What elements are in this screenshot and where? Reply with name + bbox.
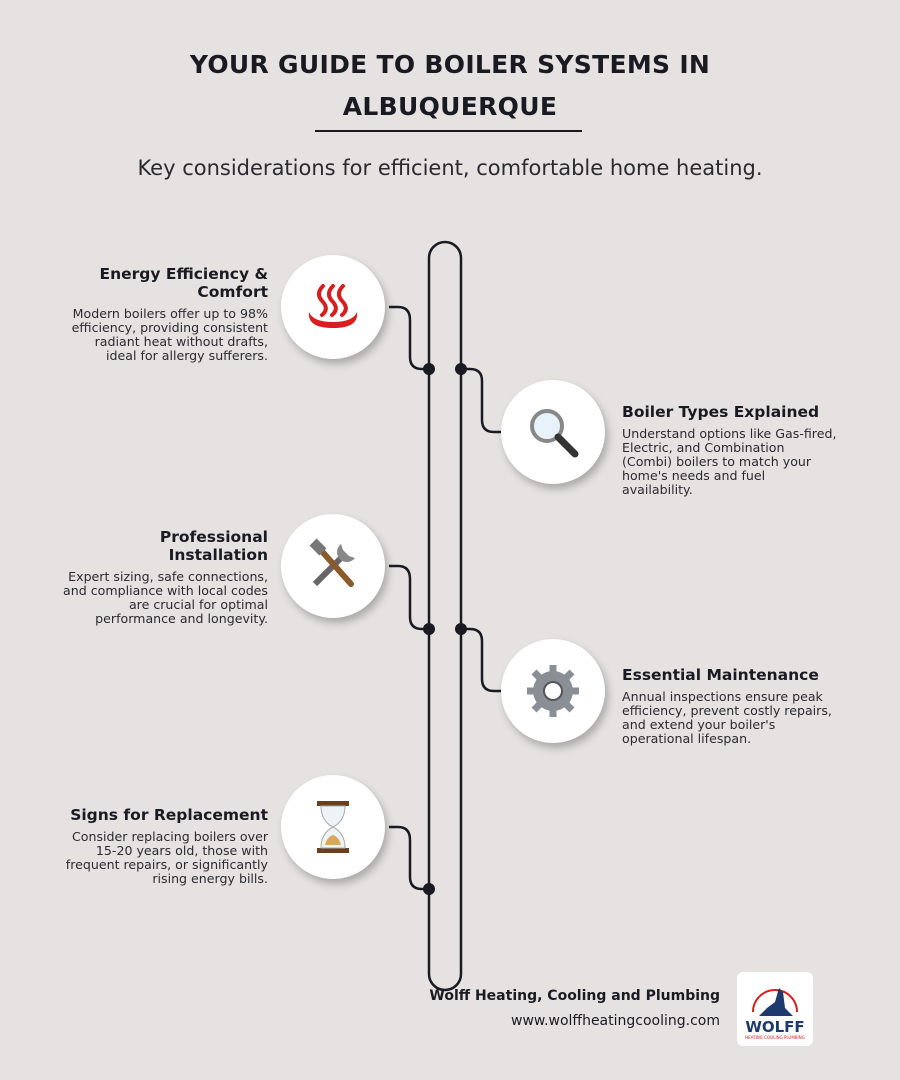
- company-url[interactable]: www.wolffheatingcooling.com: [511, 1013, 720, 1029]
- item-title: Professional Installation: [159, 528, 268, 564]
- item-maintenance: Essential Maintenance Annual inspections…: [622, 666, 837, 746]
- subtitle: Key considerations for efficient, comfor…: [137, 156, 763, 180]
- item-body: Modern boilers offer up to 98% efficienc…: [71, 306, 268, 363]
- title-divider: [315, 130, 582, 132]
- svg-text:HEATING COOLING PLUMBING: HEATING COOLING PLUMBING: [745, 1035, 805, 1040]
- junction-dot: [455, 623, 467, 635]
- item-body: Consider replacing boilers over 15-20 ye…: [65, 829, 268, 886]
- tools-icon: [281, 514, 385, 618]
- junction-dot: [423, 623, 435, 635]
- hourglass-icon: [281, 775, 385, 879]
- connector-5: [389, 825, 429, 891]
- item-title: Boiler Types Explained: [622, 403, 820, 421]
- wolff-logo: WOLFF HEATING COOLING PLUMBING: [737, 972, 813, 1046]
- page-title: YOUR GUIDE TO BOILER SYSTEMS IN ALBUQUER…: [0, 44, 900, 128]
- item-body: Understand options like Gas-fired, Elect…: [622, 426, 837, 497]
- item-replacement: Signs for Replacement Consider replacing…: [48, 806, 268, 886]
- junction-dot: [423, 363, 435, 375]
- hot-springs-icon: [281, 255, 385, 359]
- svg-text:WOLFF: WOLFF: [745, 1018, 804, 1036]
- item-body: Annual inspections ensure peak efficienc…: [622, 689, 832, 746]
- magnifying-glass-icon: [501, 380, 605, 484]
- item-title: Essential Maintenance: [622, 666, 819, 684]
- connector-2: [461, 367, 503, 434]
- item-boiler-types: Boiler Types Explained Understand option…: [622, 403, 837, 497]
- item-title: Signs for Replacement: [70, 806, 268, 824]
- connector-3: [389, 564, 429, 631]
- title-line-2: ALBUQUERQUE: [342, 92, 558, 121]
- company-name: Wolff Heating, Cooling and Plumbing: [429, 988, 720, 1004]
- item-energy-efficiency: Energy Efficiency & Comfort Modern boile…: [68, 265, 268, 363]
- junction-dot: [455, 363, 467, 375]
- junction-dot: [423, 883, 435, 895]
- connector-1: [389, 305, 429, 371]
- item-installation: Professional Installation Expert sizing,…: [48, 528, 268, 626]
- title-line-1: YOUR GUIDE TO BOILER SYSTEMS IN: [189, 50, 711, 79]
- item-body: Expert sizing, safe connections, and com…: [63, 569, 268, 626]
- gear-icon: [501, 639, 605, 743]
- connector-4: [461, 627, 503, 693]
- timeline-loop: [427, 240, 463, 992]
- item-title: Energy Efficiency & Comfort: [99, 265, 268, 301]
